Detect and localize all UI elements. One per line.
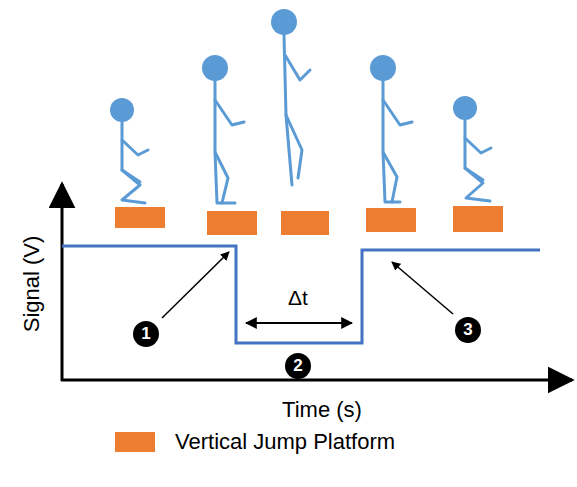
callout-number: 2 bbox=[285, 353, 311, 379]
legend-swatch bbox=[115, 432, 155, 452]
x-axis bbox=[61, 379, 572, 382]
callout-number: 1 bbox=[133, 321, 159, 347]
stick-figures bbox=[110, 9, 491, 203]
axis-label: Time (s) bbox=[282, 397, 362, 423]
callout-arrow bbox=[162, 252, 229, 318]
callout-number: 3 bbox=[455, 317, 481, 343]
callout-arrow bbox=[392, 262, 453, 314]
axis-label: Signal (V) bbox=[19, 236, 45, 333]
legend-text: Vertical Jump Platform bbox=[175, 429, 395, 455]
y-axis bbox=[61, 184, 64, 381]
jump-platforms bbox=[115, 206, 503, 235]
duration-label: Δt bbox=[288, 286, 308, 310]
duration-arrow bbox=[246, 322, 352, 324]
